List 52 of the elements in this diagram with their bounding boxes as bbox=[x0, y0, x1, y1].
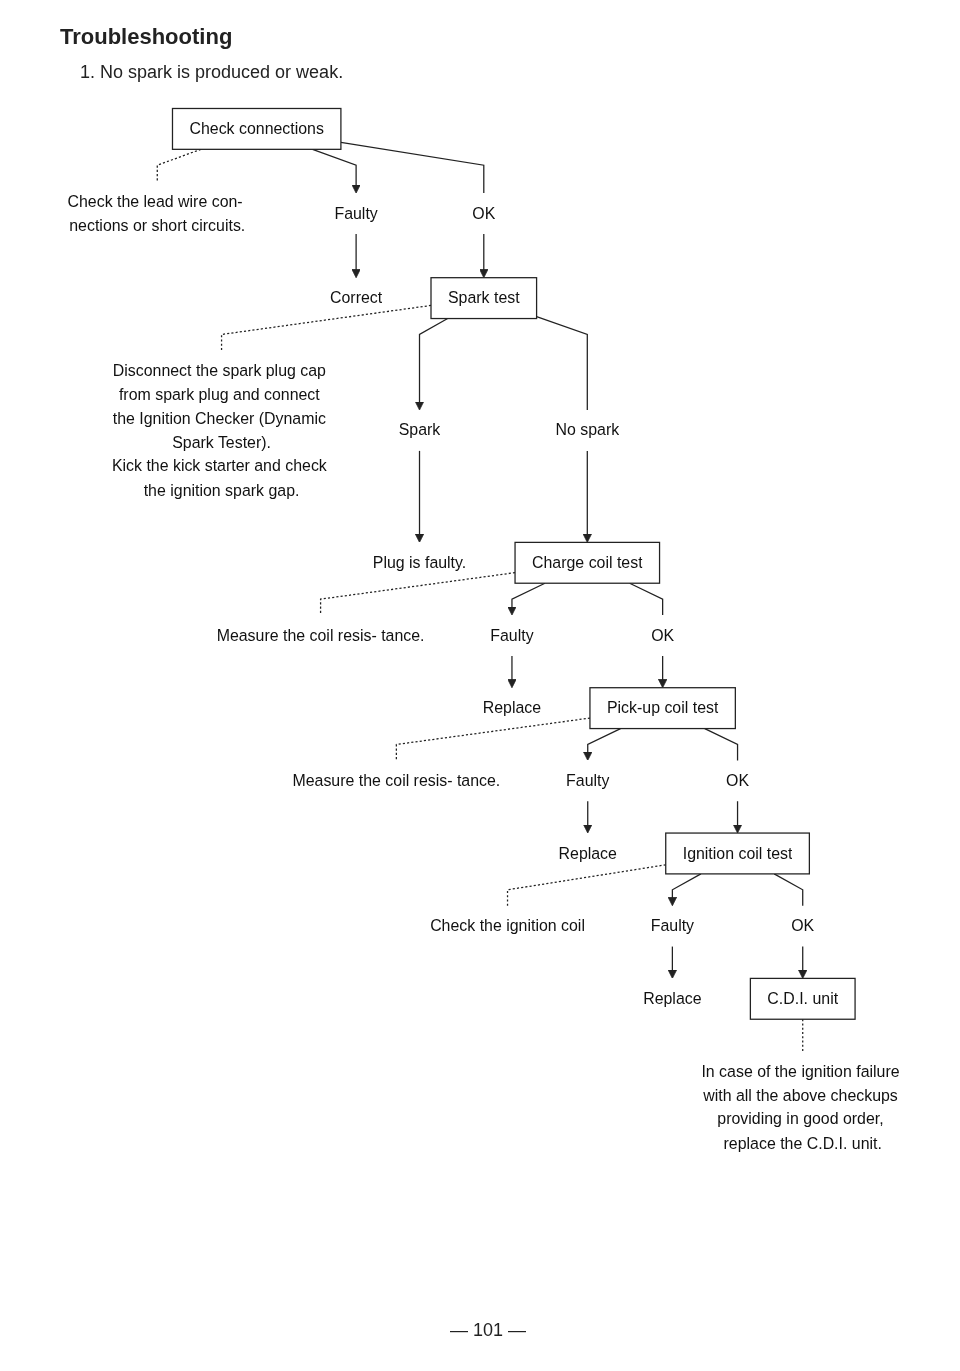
node-text: No spark bbox=[555, 420, 620, 439]
node-text: OK bbox=[472, 203, 496, 222]
node-text: Check the lead wire con- nections or short circuits. bbox=[67, 191, 246, 234]
node-text: Correct bbox=[330, 288, 383, 307]
arrow bbox=[583, 800, 593, 834]
node-text: Replace bbox=[482, 698, 542, 717]
connector bbox=[220, 304, 432, 351]
subheading: 1. No spark is produced or weak. bbox=[80, 62, 344, 83]
arrow bbox=[479, 233, 489, 279]
node-text: Faulty bbox=[566, 770, 610, 790]
arrow bbox=[351, 233, 361, 279]
node-box: Check connections bbox=[171, 107, 342, 150]
connector bbox=[319, 572, 516, 616]
node-text: Spark bbox=[398, 420, 441, 439]
arrow bbox=[658, 655, 668, 689]
node-text: Replace bbox=[643, 989, 702, 1008]
arrow bbox=[507, 582, 546, 616]
arrow bbox=[667, 873, 702, 907]
node-text: OK bbox=[791, 916, 815, 935]
connector bbox=[535, 316, 588, 411]
node-text: Replace bbox=[558, 843, 617, 862]
node-box: Ignition coil test bbox=[665, 832, 810, 875]
node-text: Disconnect the spark plug cap from spark plug and connect the Ignition Checker (Dynamic Spark Tester). Kick the kick starter and check the ignition spark gap. bbox=[111, 360, 327, 499]
node-box: C.D.I. unit bbox=[749, 977, 856, 1020]
arrow bbox=[414, 317, 449, 411]
arrow bbox=[582, 450, 592, 543]
node-text: OK bbox=[726, 770, 750, 790]
node-box: Spark test bbox=[430, 277, 538, 320]
connector bbox=[629, 582, 664, 616]
page-number: — 101 — bbox=[450, 1320, 527, 1341]
node-box: Pick-up coil test bbox=[589, 687, 736, 730]
node-text: Faulty bbox=[490, 625, 534, 644]
node-text: Measure the coil resis- tance. bbox=[216, 625, 425, 644]
arrow bbox=[667, 945, 678, 979]
connector bbox=[802, 1018, 804, 1052]
arrow bbox=[583, 727, 622, 761]
arrow bbox=[414, 450, 425, 543]
connector bbox=[340, 141, 485, 194]
connector bbox=[704, 727, 739, 762]
node-box: Charge coil test bbox=[514, 541, 661, 584]
arrow bbox=[507, 655, 517, 689]
arrow bbox=[732, 800, 743, 834]
node-text: Faulty bbox=[650, 916, 695, 935]
node-text: Plug is faulty. bbox=[372, 552, 467, 572]
arrow bbox=[798, 945, 808, 979]
node-text: Faulty bbox=[334, 203, 378, 222]
node-text: In case of the ignition failure with all the above checkups providing in good order, replace the C.D.I. unit. bbox=[701, 1061, 900, 1152]
node-text: Check the ignition coil bbox=[430, 916, 585, 935]
connector bbox=[773, 873, 804, 907]
heading: Troubleshooting bbox=[60, 24, 233, 50]
node-text: OK bbox=[651, 625, 675, 644]
node-text: Measure the coil resis- tance. bbox=[292, 770, 501, 790]
